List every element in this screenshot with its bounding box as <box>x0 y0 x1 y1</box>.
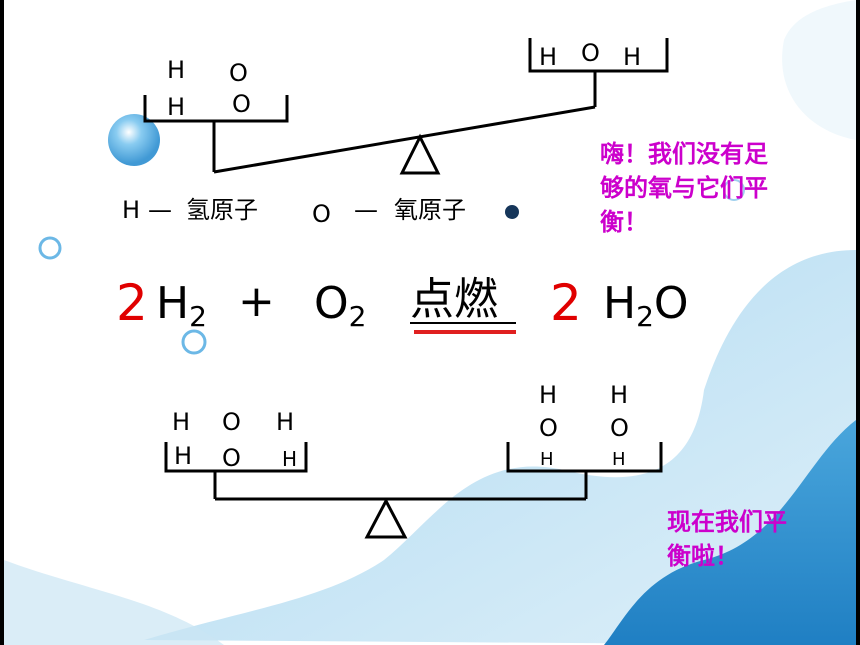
atom-o: O <box>581 39 600 67</box>
atom-h: H <box>623 43 641 71</box>
top-beam <box>213 105 596 174</box>
atom-h: H <box>540 449 554 470</box>
bottom-right-pan <box>506 442 663 473</box>
atom-o: O <box>229 59 248 87</box>
legend-o-dash: — <box>354 196 378 224</box>
atom-o: O <box>610 414 629 442</box>
water-splash-background <box>4 0 856 645</box>
legend-h-dash: — <box>148 196 172 224</box>
diagram: H O H O H O H H — 氢原子 O — 氧原子 2 H2 + O2 … <box>116 38 689 539</box>
atom-h: H <box>539 381 557 409</box>
atom-o: O <box>232 90 251 118</box>
top-left-pan <box>143 95 289 123</box>
legend-h-symbol: H <box>122 196 140 224</box>
hydrogen-subscript: 2 <box>189 300 207 333</box>
atom-o: O <box>539 414 558 442</box>
legend-h-name: 氢原子 <box>186 196 258 224</box>
oxygen-symbol: O <box>314 278 349 329</box>
reactant-oxygen: O2 <box>314 278 366 333</box>
bottom-scale <box>164 442 663 539</box>
bottom-right-pan-atoms: H H O O H H <box>539 381 629 470</box>
atom-h: H <box>174 442 192 470</box>
reactant-hydrogen: H2 <box>156 278 207 333</box>
coefficient-hydrogen: 2 <box>116 274 148 332</box>
legend-o-symbol: O <box>312 200 331 228</box>
product-water: H2O <box>603 278 689 333</box>
atom-h: H <box>167 56 185 84</box>
bottom-left-pan <box>164 442 308 473</box>
atom-h: H <box>167 93 185 121</box>
top-scale <box>143 38 669 175</box>
unbalanced-note: 嗨！我们没有足够的氧与它们平衡！ <box>600 140 768 236</box>
water-subscript: 2 <box>636 300 654 333</box>
top-right-pan-atoms: H O H <box>539 39 641 71</box>
atom-h: H <box>612 449 626 470</box>
hydrogen-symbol: H <box>156 278 189 329</box>
water-o-symbol: O <box>654 278 689 329</box>
plus-sign: + <box>238 276 275 327</box>
legend: H — 氢原子 O — 氧原子 <box>122 196 466 228</box>
bottom-fulcrum <box>364 497 408 539</box>
atom-o: O <box>222 444 241 472</box>
atom-o: O <box>222 408 241 436</box>
slide: H O H O H O H H — 氢原子 O — 氧原子 2 H2 + O2 … <box>4 0 856 645</box>
balanced-note: 现在我们平衡啦！ <box>667 508 787 570</box>
top-fulcrum <box>399 133 441 175</box>
top-right-pan <box>528 38 669 73</box>
atom-h: H <box>276 408 294 436</box>
reaction-condition: 点燃 <box>410 274 498 325</box>
atom-h: H <box>610 381 628 409</box>
top-left-pan-atoms: H O H O <box>167 56 251 121</box>
atom-h: H <box>282 447 297 471</box>
oxygen-subscript: 2 <box>349 300 367 333</box>
coefficient-water: 2 <box>550 274 582 332</box>
atom-h: H <box>539 43 557 71</box>
chemical-equation: 2 H2 + O2 点燃 2 H2O <box>116 274 689 334</box>
water-h-symbol: H <box>603 278 636 329</box>
bottom-left-pan-atoms: H O H H O H <box>172 408 297 472</box>
legend-o-name: 氧原子 <box>394 196 466 224</box>
atom-h: H <box>172 408 190 436</box>
